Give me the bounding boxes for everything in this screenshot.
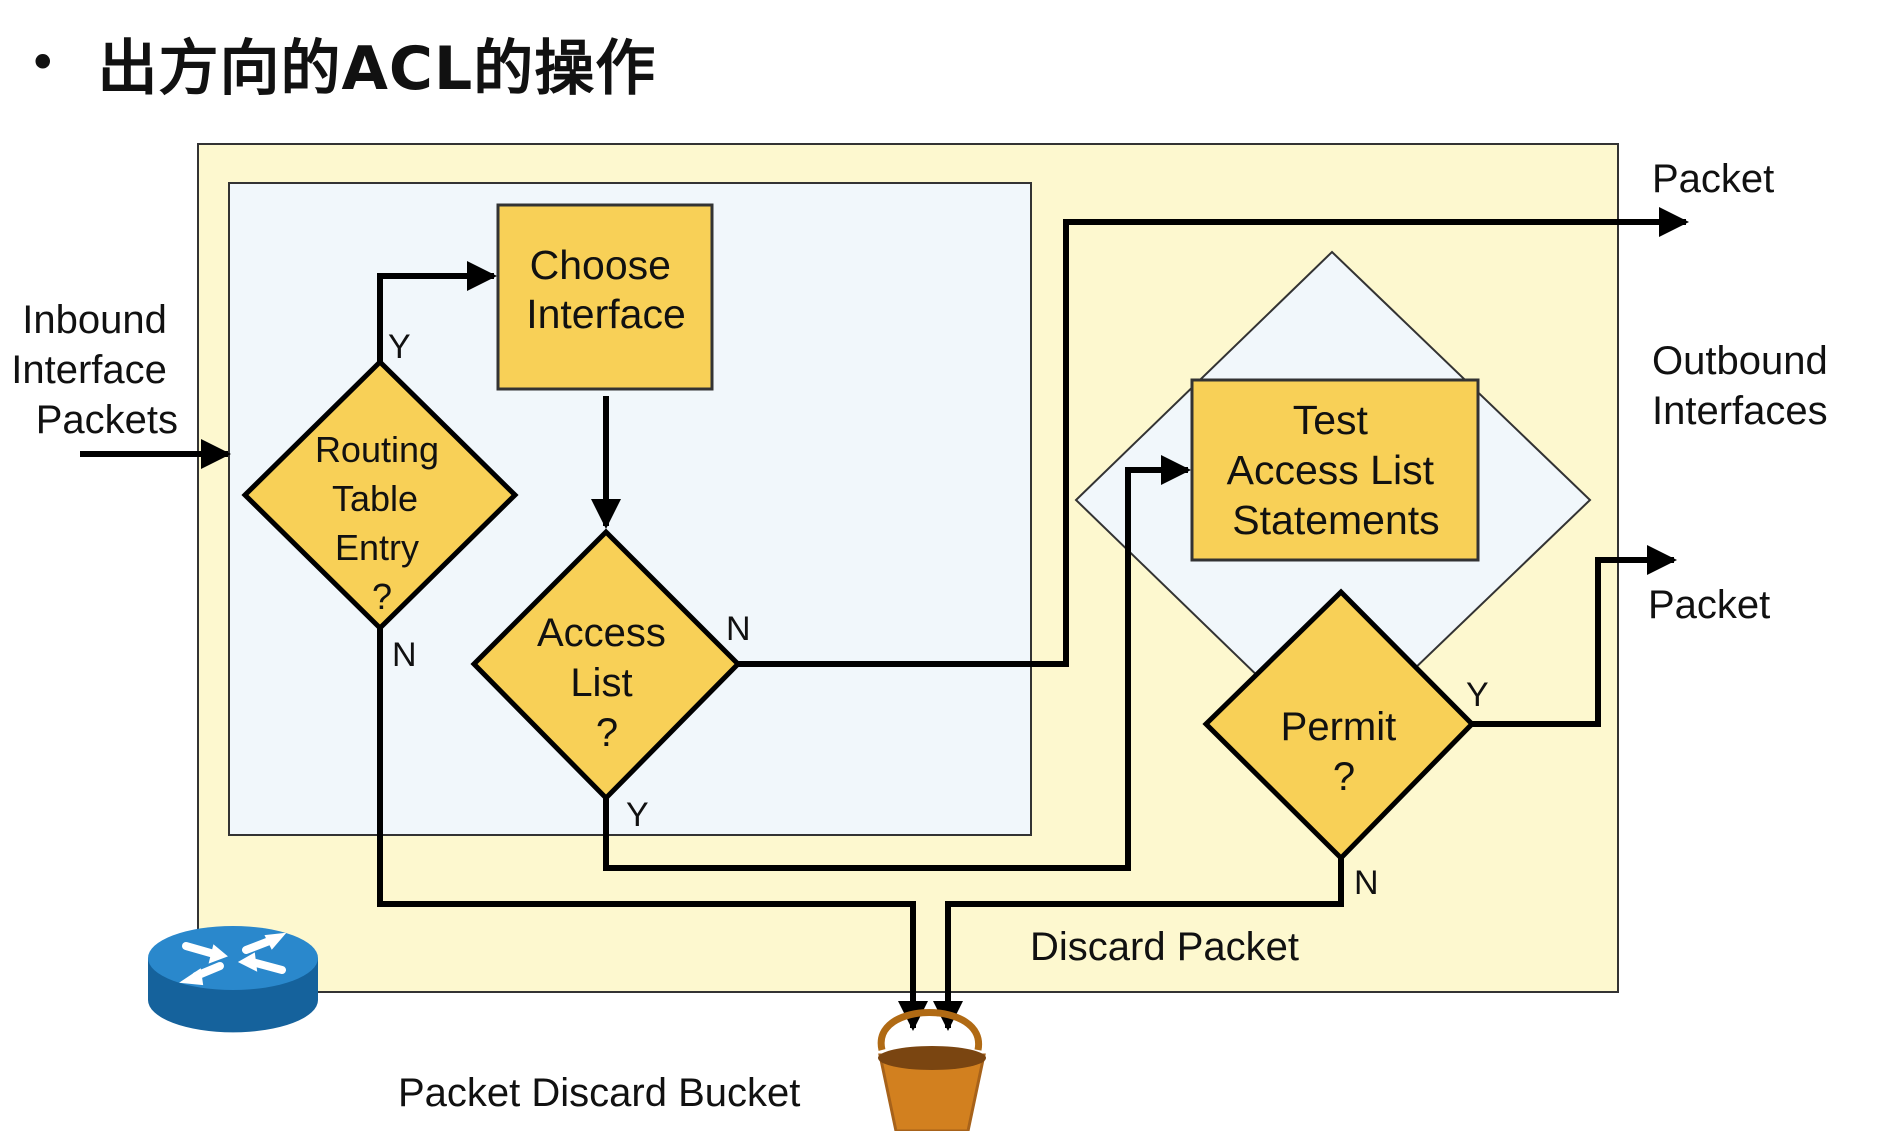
inbound-line-3: Packets xyxy=(36,398,178,442)
permit-no-line xyxy=(933,858,1344,1031)
access-no-label: N xyxy=(726,610,751,648)
access-list-text: Access List ? xyxy=(537,611,677,755)
test-statements-box xyxy=(1190,378,1480,562)
discard-packet-label: Discard Packet xyxy=(1030,925,1299,969)
page-title: 出方向的ACL的操作 xyxy=(97,33,657,104)
permit-line-1: Permit xyxy=(1281,705,1397,749)
test-line-1: Test xyxy=(1293,397,1369,443)
permit-line-2: ? xyxy=(1333,755,1355,799)
permit-yes-line xyxy=(1472,545,1677,727)
test-line-3: Statements xyxy=(1232,497,1439,543)
outbound-line-2: Interfaces xyxy=(1652,389,1828,433)
discard-bucket-label: Packet Discard Bucket xyxy=(398,1071,800,1115)
inbound-line-2: Interface xyxy=(11,348,167,392)
choose-line-2: Interface xyxy=(526,291,686,337)
packet-bottom-label: Packet xyxy=(1648,583,1770,627)
permit-yes-label: Y xyxy=(1466,676,1489,714)
router-icon xyxy=(148,926,318,1033)
routing-no-line xyxy=(377,628,928,1031)
permit-text: Permit ? xyxy=(1281,705,1408,799)
access-line-3: ? xyxy=(596,711,618,755)
choose-line-1: Choose xyxy=(530,242,671,288)
packet-top-label: Packet xyxy=(1652,157,1774,201)
routing-yes-label: Y xyxy=(388,328,411,366)
flow-lines xyxy=(80,207,1689,1031)
outbound-label: Outbound Interfaces xyxy=(1652,339,1839,433)
routing-line-1: Routing xyxy=(315,429,439,470)
access-line-1: Access xyxy=(537,611,666,655)
access-no-line xyxy=(738,207,1689,667)
routing-line-4: ? xyxy=(372,576,392,617)
test-line-2: Access List xyxy=(1227,447,1435,493)
routing-table-text: Routing Table Entry ? xyxy=(315,429,449,617)
access-yes-label: Y xyxy=(626,796,649,834)
inbound-label: Inbound Interface Packets xyxy=(11,298,178,442)
routing-yes-line xyxy=(377,261,497,362)
choose-interface-text: Choose Interface xyxy=(526,242,686,337)
test-statements-text: Test Access List Statements xyxy=(1227,397,1446,543)
routing-line-2: Table xyxy=(332,478,418,519)
bullet-icon: • xyxy=(28,34,58,92)
access-yes-line xyxy=(603,455,1191,871)
permit-diamond xyxy=(1202,588,1476,862)
routing-line-3: Entry xyxy=(335,527,419,568)
outbound-line-1: Outbound xyxy=(1652,339,1828,383)
choose-interface-box xyxy=(496,203,714,391)
access-list-diamond xyxy=(470,528,742,802)
title-area: • 出方向的ACL的操作 xyxy=(28,18,656,108)
routing-no-label: N xyxy=(392,636,417,674)
access-line-2: List xyxy=(570,661,632,705)
bucket-icon xyxy=(877,1009,986,1131)
permit-no-label: N xyxy=(1354,864,1379,902)
routing-table-diamond xyxy=(241,358,519,632)
inbound-line-1: Inbound xyxy=(22,298,167,342)
